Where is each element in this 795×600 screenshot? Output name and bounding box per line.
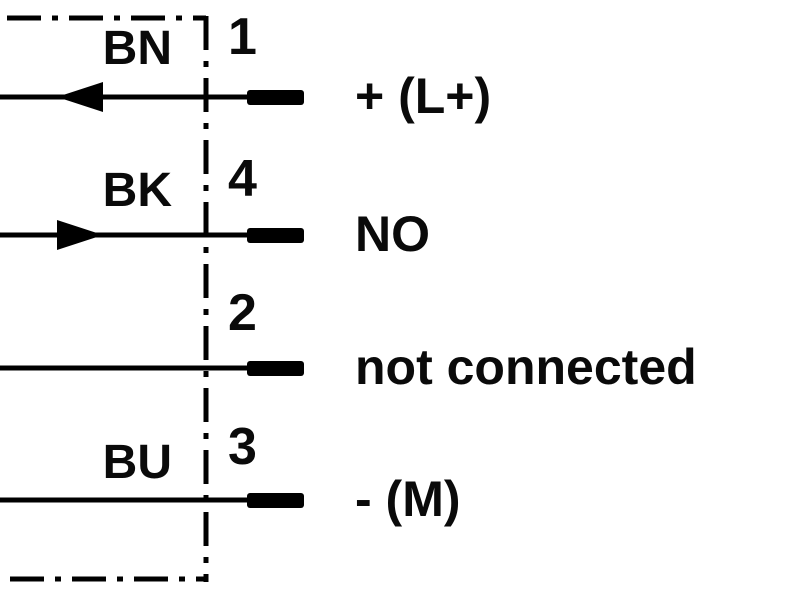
pin-number-1: 1: [228, 8, 257, 66]
wire-color-label-bu: BU: [103, 436, 172, 489]
terminal-pin-2: [247, 361, 304, 376]
pin-function-label-4: NO: [355, 206, 430, 262]
wire-color-label-bn: BN: [103, 22, 172, 75]
terminal-pin-3: [247, 493, 304, 508]
arrow-right-icon: [57, 220, 103, 250]
pin-number-2: 2: [228, 284, 257, 342]
pin-number-3: 3: [228, 418, 257, 476]
pin-function-label-2: not connected: [355, 339, 697, 395]
pin-function-label-1: + (L+): [355, 68, 491, 124]
wire-color-label-bk: BK: [103, 164, 173, 217]
pin-number-4: 4: [228, 150, 257, 208]
pin-function-label-3: - (M): [355, 471, 461, 527]
arrow-left-icon: [57, 82, 103, 112]
terminal-pin-1: [247, 90, 304, 105]
terminal-pin-4: [247, 228, 304, 243]
